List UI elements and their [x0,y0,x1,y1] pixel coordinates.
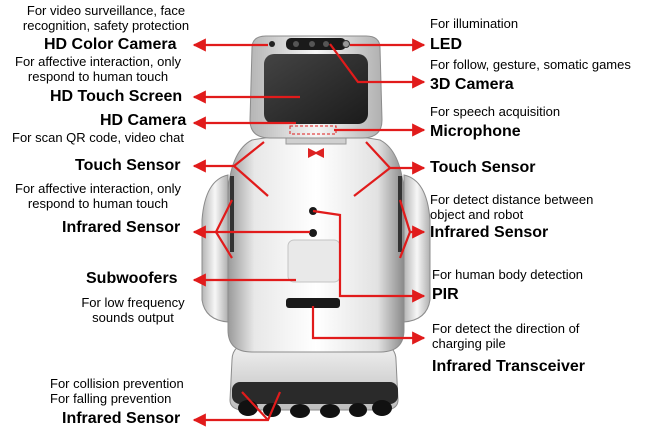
arrow-infrared-right-b [398,231,412,259]
wheel [320,404,340,418]
3d-camera-desc: For follow, gesture, somatic games [430,57,631,72]
ir-transceiver-slot [286,298,340,308]
arrow-touch-sensor-left [192,141,265,173]
arrow-infrared-left [192,199,233,239]
arrow-infrared-bottom [192,391,282,427]
infrared-transceiver-desc-line1: For detect the direction of [432,321,580,336]
arm-sensor-left [230,176,234,252]
led-desc: For illumination [430,16,519,31]
subwoofers-desc-line2: sounds output [92,309,174,325]
subwoofers-title: Subwoofers [86,270,178,287]
infrared-sensor-left-desc: For affective interaction, only respond … [0,181,196,212]
infrared-sensor-bottom-desc-line2: For falling prevention [50,390,172,406]
infrared-sensor-bottom-desc: For collision prevention For falling pre… [50,376,184,407]
hd-touch-screen-desc-line1: For affective interaction, only [15,54,181,69]
3d-camera-title: 3D Camera [430,76,514,93]
infrared-transceiver-desc-line2: charging pile [432,335,506,351]
led-dot [342,40,350,48]
touch-screen [264,54,368,124]
hd-touch-screen-desc: For affective interaction, only respond … [0,54,196,85]
hd-color-camera-desc-line2: recognition, safety protection [22,17,190,33]
subwoofers-desc-line1: For low frequency [81,295,185,310]
robot-base-band [232,382,398,404]
bow-tie [308,148,324,158]
infrared-sensor-bottom-desc-line1: For collision prevention [50,376,184,391]
hd-color-camera-title: HD Color Camera [44,36,177,53]
hd-camera-desc: For scan QR code, video chat [12,130,184,145]
wheel [372,400,392,416]
infrared-sensor-right-desc: For detect distance between object and r… [430,192,594,223]
left-arm [201,174,229,323]
microphone-title: Microphone [430,123,521,140]
infrared-sensor-left-desc-line2: respond to human touch [27,195,169,211]
led-title: LED [430,36,462,53]
wheel [290,404,310,418]
hd-camera-title: HD Camera [100,112,187,129]
infrared-sensor-right-title: Infrared Sensor [430,224,549,241]
arm-sensor-right [398,176,402,252]
color-camera-dot [269,41,275,47]
arrow-3d-camera [329,43,426,89]
wheel [349,403,367,417]
infrared-sensor-right-desc-line2: object and robot [430,206,524,222]
microphone-desc: For speech acquisition [430,104,561,119]
touch-sensor-left-title: Touch Sensor [75,157,181,174]
arrow-touch-sensor-left-b [233,165,269,197]
hd-color-camera-desc-line1: For video surveillance, face [26,3,186,18]
pir-desc: For human body detection [432,267,584,282]
infrared-sensor-bottom-title: Infrared Sensor [62,410,181,427]
hd-color-camera-desc: For video surveillance, face recognition… [10,3,202,34]
infrared-sensor-left-title: Infrared Sensor [62,219,181,236]
camera-dot [323,41,329,47]
camera-dot [293,41,299,47]
touch-sensor-right-title: Touch Sensor [430,159,536,176]
infrared-transceiver-desc: For detect the direction of charging pil… [432,321,580,352]
hd-touch-screen-title: HD Touch Screen [50,88,183,105]
arrow-infrared-right [398,199,426,239]
camera-dot [309,41,315,47]
pir-title: PIR [432,286,459,303]
right-arm [403,174,431,323]
subwoofers-desc: For low frequency sounds output [72,295,194,326]
infrared-dot [309,229,317,237]
arrow-infrared-left-c [215,231,233,259]
hd-touch-screen-desc-line2: respond to human touch [27,68,169,84]
arrow-ir-transceiver [311,306,426,345]
arrow-touch-sensor-right [365,141,426,175]
infrared-transceiver-title: Infrared Transceiver [432,358,585,375]
arrow-pir [312,209,426,303]
arrow-touch-sensor-right-b [353,167,391,197]
infrared-sensor-right-desc-line1: For detect distance between [430,192,594,207]
arrow-infrared-bottom-b [241,391,269,421]
infrared-sensor-left-desc-line1: For affective interaction, only [15,181,181,196]
